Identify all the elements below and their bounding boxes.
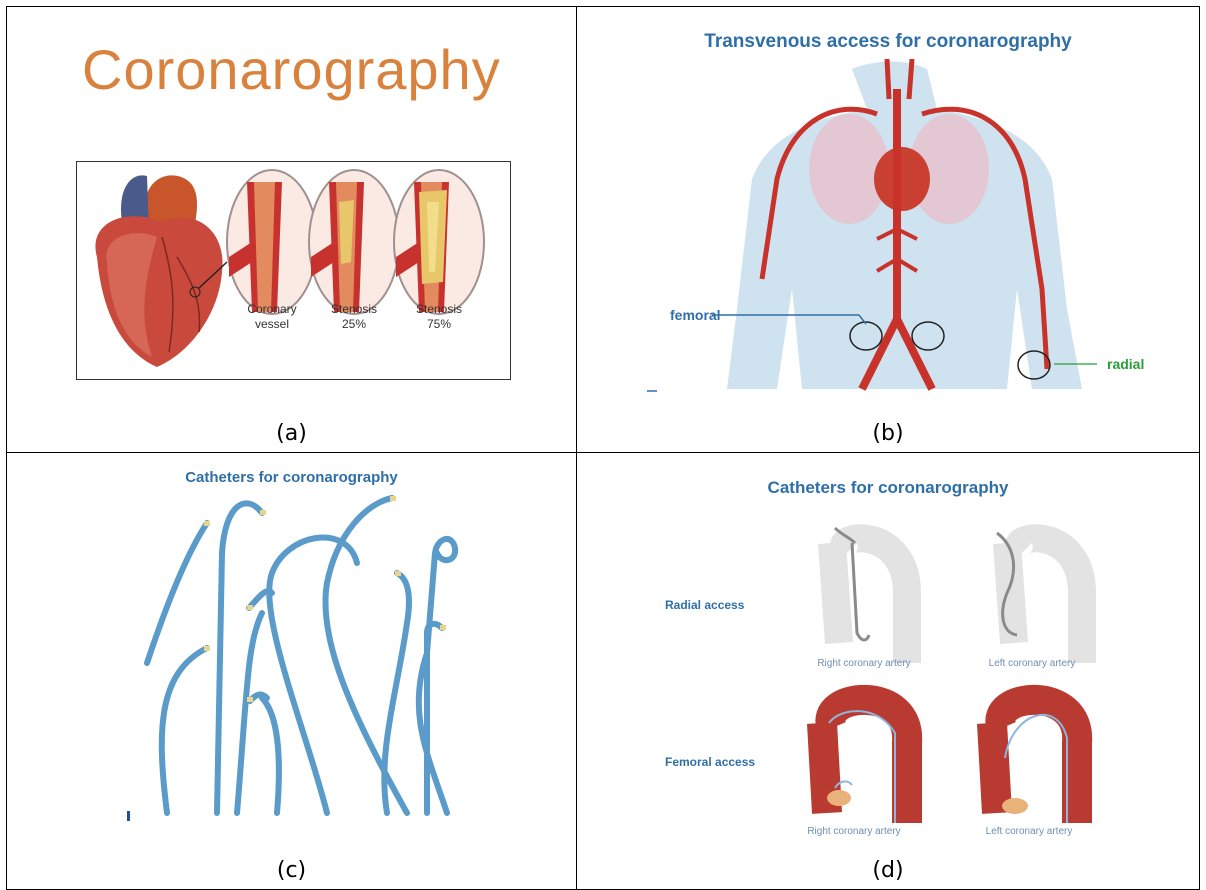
catheter-tip (204, 646, 210, 651)
aortic-arches-illustration (577, 523, 1199, 853)
catheter-tip (390, 496, 396, 501)
radial-left-coronary-label: Left coronary artery (977, 658, 1087, 669)
panel-d-caption: (d) (577, 858, 1199, 883)
femoral-arch-left (992, 700, 1077, 823)
catheter-6 (269, 538, 357, 813)
label-line: Coronary (237, 302, 307, 317)
heart-illustration (77, 162, 510, 379)
catheter-tip (260, 510, 266, 515)
panel-c: Catheters for coronarography (7, 453, 576, 889)
label-coronary-vessel: Coronary vessel (237, 302, 307, 332)
catheter-7 (325, 498, 407, 813)
body-illustration (577, 59, 1199, 399)
catheter-1 (147, 523, 207, 663)
catheters-illustration (7, 493, 576, 833)
panel-a-caption: (a) (7, 421, 576, 446)
radial-label: radial (1107, 356, 1144, 372)
panel-b-caption: (b) (577, 421, 1199, 446)
heart-shape (874, 147, 930, 211)
border-right (1199, 6, 1200, 890)
panel-d-title: Catheters for coronarography (577, 478, 1199, 498)
catheter-tip (247, 605, 253, 610)
label-line: 25% (319, 317, 389, 332)
catheter-tip (440, 625, 446, 630)
panel-d: Catheters for coronarography Radial acce… (577, 453, 1199, 889)
femoral-left-coronary-label: Left coronary artery (974, 826, 1084, 837)
panel-a: Coronarography (7, 7, 576, 452)
panel-c-title: Catheters for coronarography (7, 469, 576, 486)
panel-b: Transvenous access for coronarography (577, 7, 1199, 452)
vessel-circle-75 (394, 170, 484, 314)
label-line: vessel (237, 317, 307, 332)
femoral-right-coronary-label: Right coronary artery (799, 826, 909, 837)
catheter-2 (162, 648, 207, 813)
catheter-tip (395, 571, 401, 576)
figure-grid: Coronarography (6, 6, 1200, 890)
panel-a-title: Coronarography (82, 37, 501, 102)
label-line: Stenosis (404, 302, 474, 317)
panel-b-title: Transvenous access for coronarography (577, 31, 1199, 53)
femoral-arch-right (822, 700, 907, 823)
panel-c-caption: (c) (7, 858, 576, 883)
label-line: Stenosis (319, 302, 389, 317)
small-mark (127, 811, 130, 821)
radial-right-coronary-label: Right coronary artery (809, 658, 919, 669)
vessel-circle-normal (227, 170, 317, 314)
label-stenosis-75: Stenosis 75% (404, 302, 474, 332)
heart-image-box: Coronary vessel Stenosis 25% Stenosis 75… (76, 161, 511, 380)
catheter-tip (247, 697, 253, 702)
catheter-tip (204, 521, 210, 526)
catheter-5 (250, 695, 279, 813)
radial-arch-left (997, 533, 1082, 663)
label-line: 75% (404, 317, 474, 332)
vessel-circle-25 (309, 170, 399, 314)
femoral-label: femoral (670, 307, 721, 323)
label-stenosis-25: Stenosis 25% (319, 302, 389, 332)
radial-arch-right (832, 528, 907, 663)
